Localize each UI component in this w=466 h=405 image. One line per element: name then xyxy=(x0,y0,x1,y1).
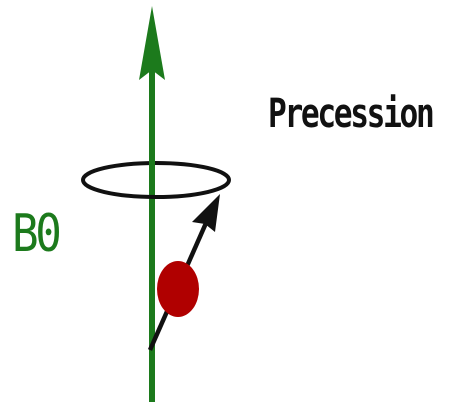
precession-orbit-back xyxy=(83,163,229,180)
particle-icon xyxy=(157,261,199,317)
field-label-b0: B0 xyxy=(12,208,58,260)
precession-orbit-front xyxy=(83,180,229,197)
field-arrow-icon xyxy=(139,6,165,80)
precession-label: Precession xyxy=(268,94,432,134)
